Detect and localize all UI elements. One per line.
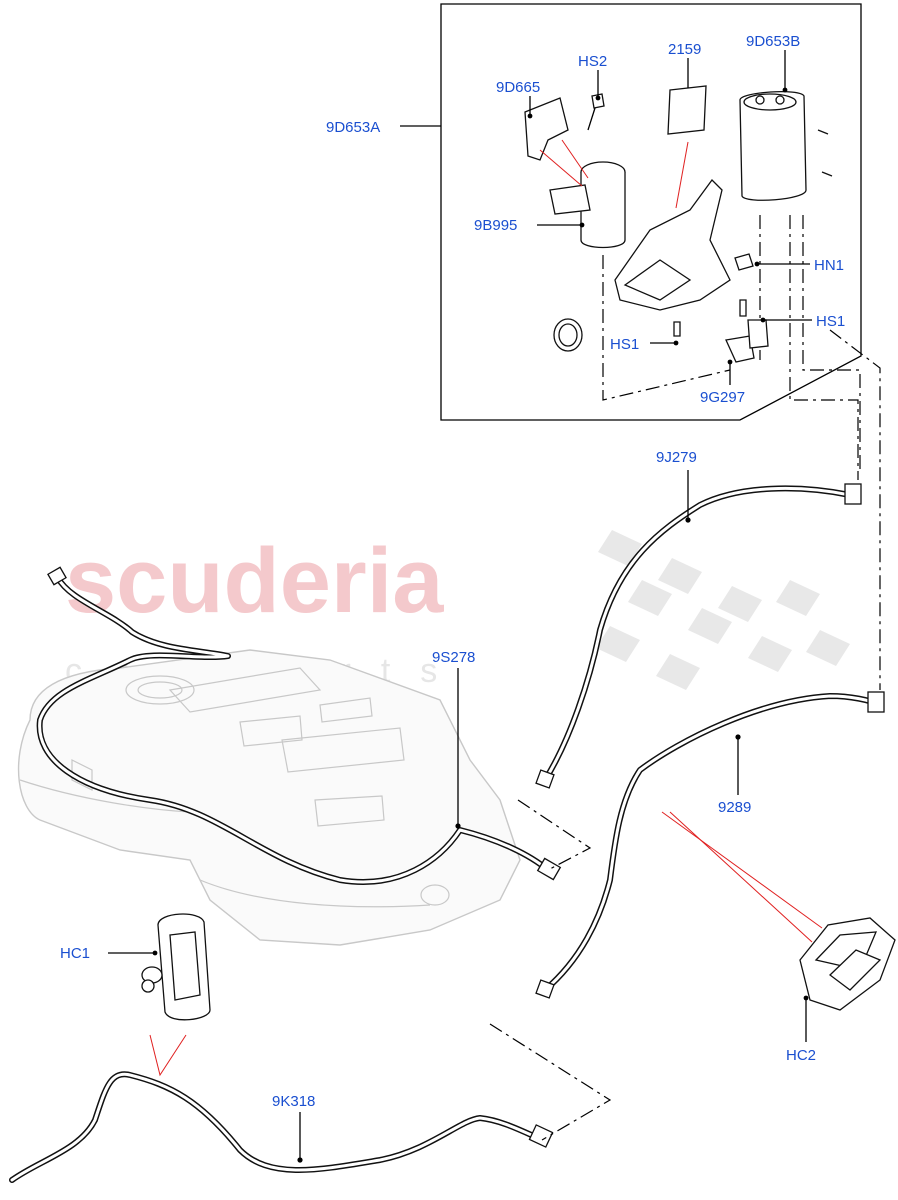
bracket-9D665 bbox=[524, 97, 569, 161]
hose-9S278 bbox=[36, 566, 562, 885]
label-HC1: HC1 bbox=[60, 945, 90, 962]
inset-leaders bbox=[527, 50, 812, 385]
label-HN1: HN1 bbox=[814, 257, 844, 274]
hose-9J279 bbox=[535, 483, 862, 789]
label-9K318: 9K318 bbox=[272, 1093, 315, 1110]
label-9B995: 9B995 bbox=[474, 217, 517, 234]
fuel-tank bbox=[17, 649, 521, 946]
label-9D653B: 9D653B bbox=[746, 33, 800, 50]
inset-frame bbox=[440, 3, 862, 421]
label-9G297: 9G297 bbox=[700, 389, 745, 406]
label-HC2: HC2 bbox=[786, 1047, 816, 1064]
watermark-main: scuderia bbox=[65, 530, 444, 632]
label-HS1-left: HS1 bbox=[610, 336, 639, 353]
label-HS1-right: HS1 bbox=[816, 313, 845, 330]
part-labels: 9D653A 9D665 HS2 2159 9D653B 9B995 HN1 H… bbox=[60, 33, 845, 1110]
label-2159 bbox=[667, 85, 707, 135]
clip-HC2 bbox=[661, 811, 896, 1042]
checkered-flag-icon bbox=[596, 530, 850, 690]
label-9D665: 9D665 bbox=[496, 79, 540, 96]
hose-9K318 bbox=[9, 1071, 554, 1183]
clip-HC1 bbox=[108, 913, 211, 1077]
label-9J279: 9J279 bbox=[656, 449, 697, 466]
label-2159: 2159 bbox=[668, 41, 701, 58]
label-HS2: HS2 bbox=[578, 53, 607, 70]
inset-components bbox=[524, 85, 833, 363]
canister-9D653B bbox=[739, 91, 807, 201]
label-9289: 9289 bbox=[718, 799, 751, 816]
label-9D653A: 9D653A bbox=[326, 119, 380, 136]
label-9S278: 9S278 bbox=[432, 649, 475, 666]
hose-9289 bbox=[535, 691, 885, 999]
